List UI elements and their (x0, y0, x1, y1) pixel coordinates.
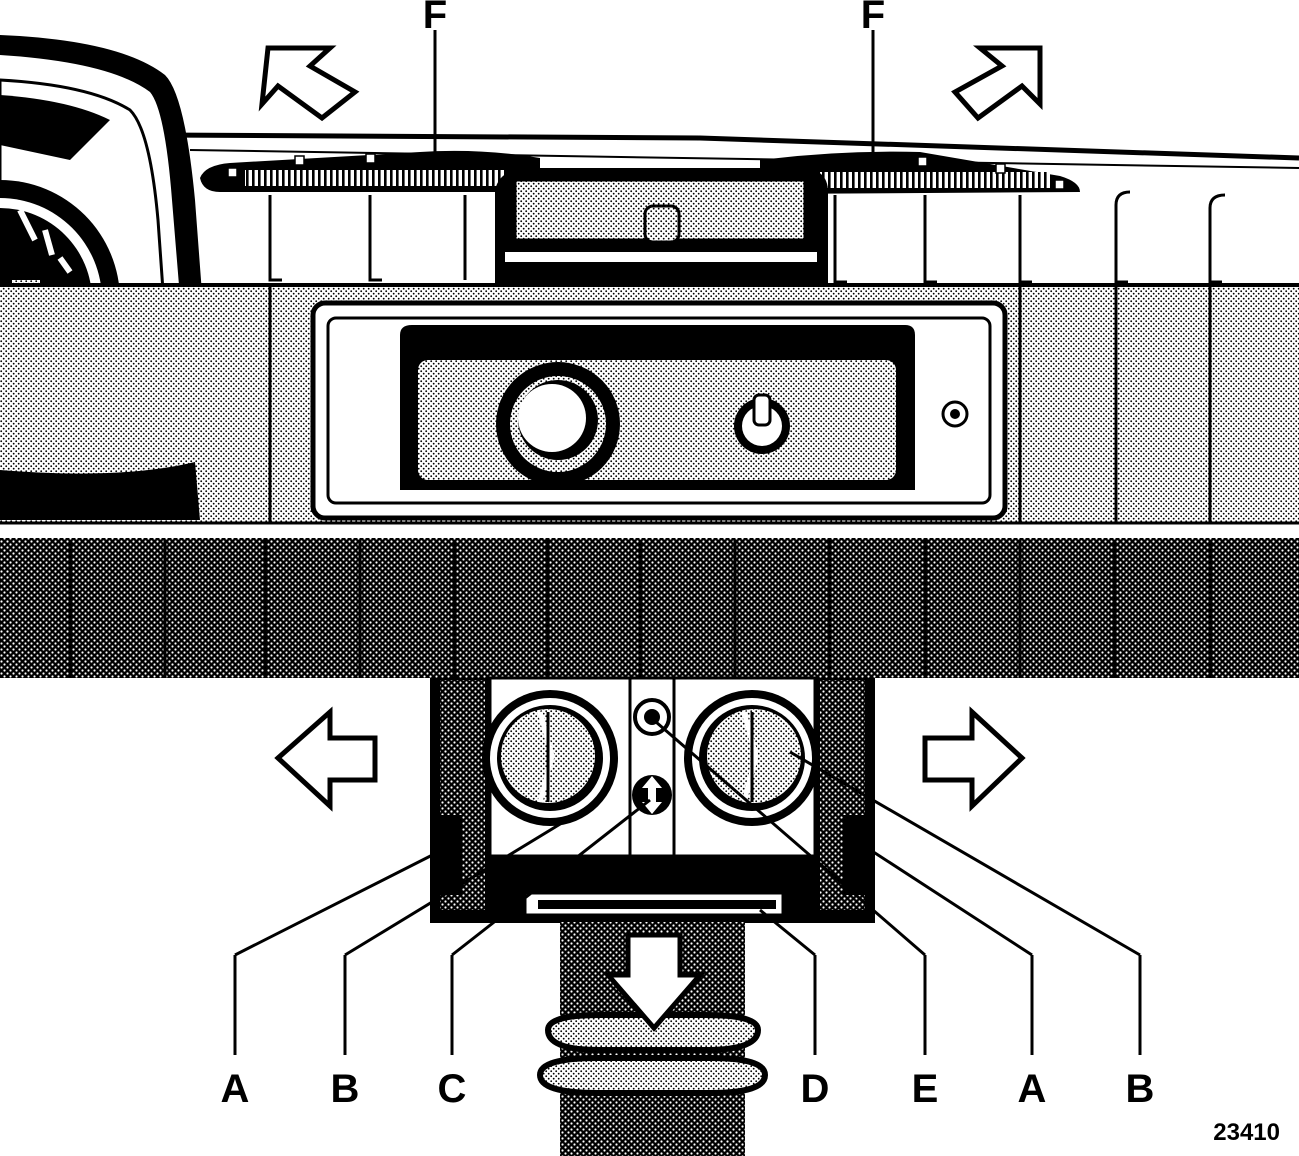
airflow-arrow-down (602, 932, 706, 1032)
label-e: E (912, 1067, 939, 1111)
label-b-right: B (1126, 1067, 1155, 1111)
label-c: C (438, 1067, 467, 1111)
round-vent-left (482, 690, 618, 826)
dashboard-lower-band (0, 538, 1299, 678)
round-vent-right (684, 690, 820, 826)
label-a-right: A (1018, 1067, 1047, 1111)
cluster-base (0, 462, 200, 520)
label-f-left: F (423, 0, 447, 37)
figure-number: 23410 (1213, 1119, 1280, 1146)
label-a-left: A (221, 1067, 250, 1111)
leader-lines (233, 30, 1142, 1055)
airflow-arrow-up-right (951, 45, 1043, 122)
defroster-vent-left (200, 150, 540, 192)
label-d: D (801, 1067, 830, 1111)
airflow-arrow-right (922, 706, 1026, 812)
floor-vent-slot (523, 891, 785, 917)
label-b-left: B (331, 1067, 360, 1111)
label-f-right: F (861, 0, 885, 37)
defroster-vent-right (760, 151, 1080, 194)
airflow-arrow-left (274, 706, 378, 812)
heater-control-panel (310, 300, 1008, 521)
airflow-arrow-up-left (258, 45, 360, 122)
center-handle (495, 168, 828, 285)
dashboard-top (159, 132, 1299, 284)
